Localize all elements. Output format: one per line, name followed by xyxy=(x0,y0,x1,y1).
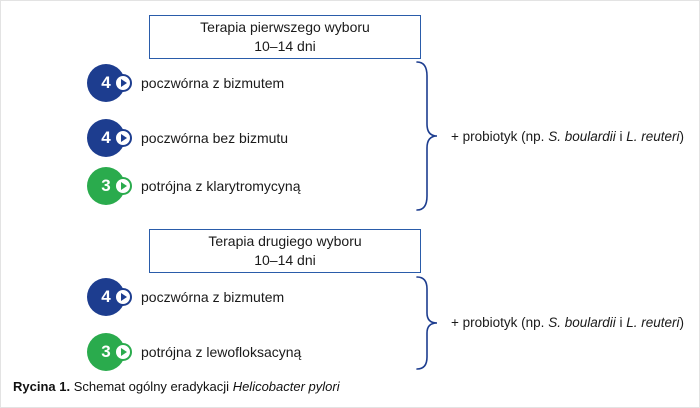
second-choice-therapy-box: Terapia drugiego wyboru 10–14 dni xyxy=(149,229,421,273)
badge-number: 4 xyxy=(101,128,111,147)
therapy-box-duration: 10–14 dni xyxy=(254,252,316,268)
caption-species-name: Helicobacter pylori xyxy=(232,379,340,394)
caption-text: Schemat ogólny eradykacji xyxy=(70,379,233,394)
therapy-box-title: Terapia pierwszego wyboru xyxy=(200,19,370,36)
play-icon[interactable] xyxy=(114,74,132,92)
grouping-brace xyxy=(414,275,440,371)
play-triangle-icon xyxy=(121,348,127,356)
play-triangle-icon xyxy=(121,79,127,87)
play-icon[interactable] xyxy=(114,129,132,147)
species-name: S. boulardii xyxy=(548,129,616,144)
probiotic-note: + probiotyk (np. S. boulardii i L. reute… xyxy=(451,315,684,330)
play-icon[interactable] xyxy=(114,343,132,361)
badge-number: 3 xyxy=(101,176,111,195)
caption-label: Rycina 1. xyxy=(13,379,71,394)
species-name: L. reuteri xyxy=(626,315,680,330)
species-name: S. boulardii xyxy=(548,315,616,330)
play-triangle-icon xyxy=(121,293,127,301)
play-triangle-icon xyxy=(121,134,127,142)
badge-number: 4 xyxy=(101,73,111,92)
therapy-item: 4 poczwórna z bizmutem xyxy=(87,278,284,316)
therapy-label: potrójna z lewofloksacyną xyxy=(141,344,302,360)
therapy-item: 3 potrójna z klarytromycyną xyxy=(87,167,301,205)
therapy-item: 4 poczwórna z bizmutem xyxy=(87,64,284,102)
therapy-label: poczwórna bez bizmutu xyxy=(141,130,289,146)
play-icon[interactable] xyxy=(114,177,132,195)
grouping-brace xyxy=(414,60,440,212)
play-triangle-icon xyxy=(121,182,127,190)
first-choice-therapy-box: Terapia pierwszego wyboru 10–14 dni xyxy=(149,15,421,59)
drug-count-badge: 4 xyxy=(87,64,132,102)
drug-count-badge: 3 xyxy=(87,167,132,205)
probiotic-text: i xyxy=(615,129,627,144)
therapy-box-title: Terapia drugiego wyboru xyxy=(208,233,362,250)
therapy-label: poczwórna z bizmutem xyxy=(141,289,285,305)
therapy-item: 4 poczwórna bez bizmutu xyxy=(87,119,288,157)
drug-count-badge: 4 xyxy=(87,119,132,157)
play-icon[interactable] xyxy=(114,288,132,306)
figure-caption: Rycina 1. Schemat ogólny eradykacji Heli… xyxy=(13,379,340,394)
therapy-label: poczwórna z bizmutem xyxy=(141,75,285,91)
probiotic-text: i xyxy=(615,315,627,330)
drug-count-badge: 3 xyxy=(87,333,132,371)
probiotic-text: ) xyxy=(679,129,685,144)
badge-number: 4 xyxy=(101,287,111,306)
probiotic-text: + probiotyk (np. xyxy=(451,129,549,144)
therapy-box-duration: 10–14 dni xyxy=(254,38,316,54)
probiotic-text: ) xyxy=(679,315,685,330)
species-name: L. reuteri xyxy=(626,129,680,144)
badge-number: 3 xyxy=(101,342,111,361)
therapy-item: 3 potrójna z lewofloksacyną xyxy=(87,333,301,371)
probiotic-note: + probiotyk (np. S. boulardii i L. reute… xyxy=(451,129,684,144)
therapy-label: potrójna z klarytromycyną xyxy=(141,178,301,194)
drug-count-badge: 4 xyxy=(87,278,132,316)
probiotic-text: + probiotyk (np. xyxy=(451,315,549,330)
